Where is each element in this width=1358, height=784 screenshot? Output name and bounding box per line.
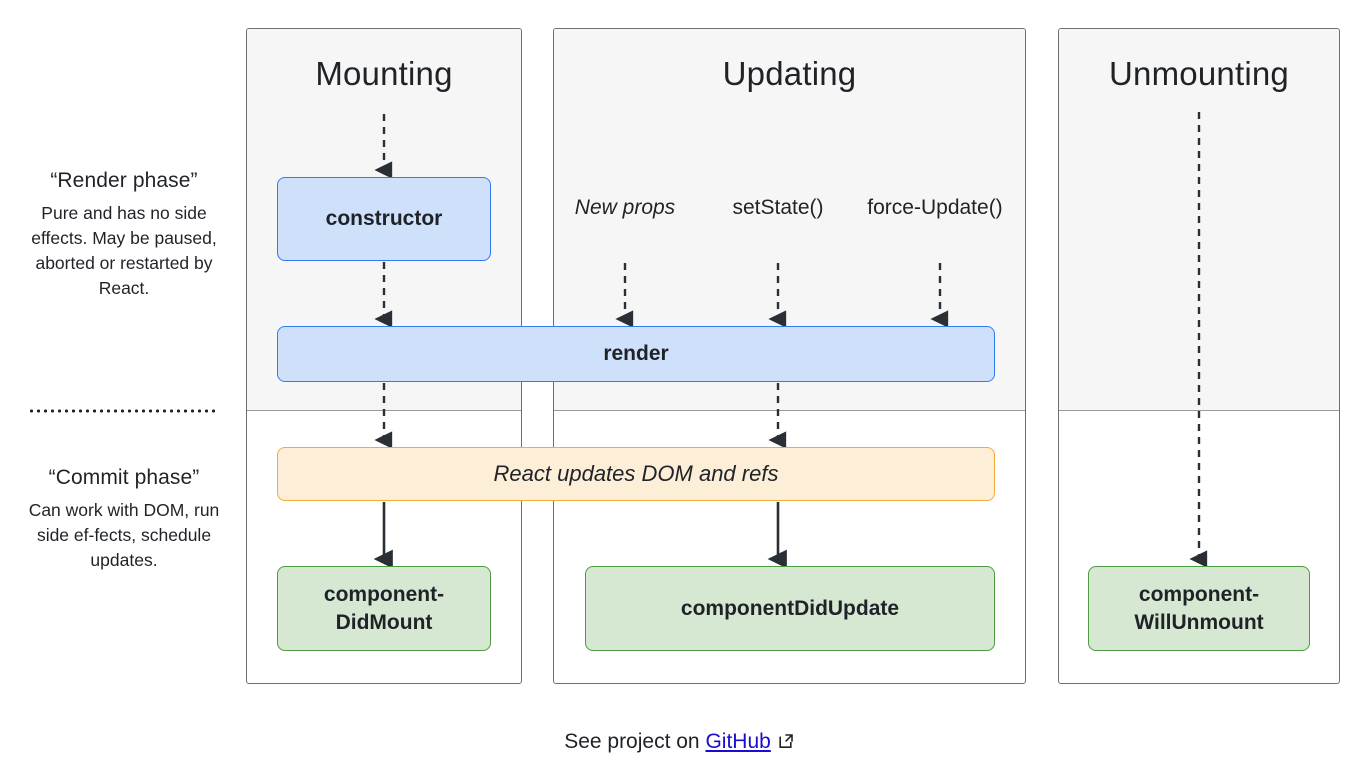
phase-divider-dotted	[28, 409, 218, 413]
trigger-set-state: setState()	[732, 196, 824, 219]
node-component-did-mount[interactable]: component-DidMount	[277, 566, 491, 651]
trigger-new-props: New props	[574, 196, 676, 219]
node-render[interactable]: render	[277, 326, 995, 382]
node-render-label: render	[603, 342, 669, 365]
node-component-did-update[interactable]: componentDidUpdate	[585, 566, 995, 651]
node-component-will-unmount-label: component-WillUnmount	[1134, 582, 1264, 634]
column-updating-title: Updating	[722, 55, 857, 92]
node-component-will-unmount[interactable]: component-WillUnmount	[1088, 566, 1310, 651]
render-phase-title: “Render phase”	[50, 169, 198, 192]
trigger-force-update: force-Update()	[867, 196, 1003, 219]
footer: See project on GitHub	[0, 728, 1358, 757]
commit-phase-description: “Commit phase” Can work with DOM, run si…	[16, 463, 232, 573]
node-constructor-label: constructor	[325, 207, 443, 230]
node-react-updates-label: React updates DOM and refs	[493, 461, 779, 486]
node-component-did-mount-label: component-DidMount	[323, 582, 445, 634]
github-link[interactable]: GitHub	[705, 730, 771, 753]
commit-phase-title: “Commit phase”	[48, 466, 200, 489]
node-component-did-update-label: componentDidUpdate	[680, 596, 900, 620]
node-constructor[interactable]: constructor	[277, 177, 491, 261]
render-phase-text: Pure and has no side effects. May be pau…	[31, 203, 217, 298]
node-react-updates-dom-and-refs[interactable]: React updates DOM and refs	[277, 447, 995, 501]
footer-prefix-text: See project on	[564, 730, 706, 753]
commit-phase-text: Can work with DOM, run side ef-fects, sc…	[28, 500, 220, 570]
external-link-icon	[778, 729, 794, 757]
render-phase-description: “Render phase” Pure and has no side effe…	[16, 166, 232, 301]
column-mounting-title: Mounting	[315, 55, 453, 92]
column-unmounting-title: Unmounting	[1109, 55, 1289, 92]
